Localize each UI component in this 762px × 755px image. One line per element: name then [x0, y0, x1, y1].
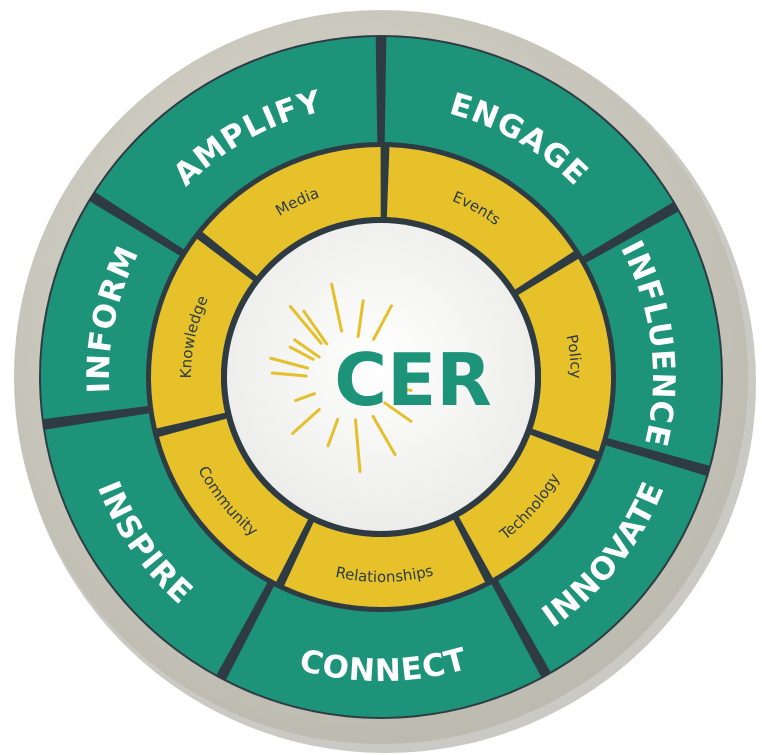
sunburst-ray — [269, 356, 310, 370]
outer-segment-engage — [384, 37, 673, 258]
sunburst-ray — [330, 282, 344, 333]
center-disc — [227, 223, 535, 531]
sunburst-ray — [288, 304, 323, 345]
sunburst-ray — [353, 418, 362, 474]
sunburst-ray — [371, 414, 397, 456]
outer-segment-innovate — [496, 444, 707, 672]
sunburst-ray — [293, 338, 321, 359]
inner-label-policy: Policy — [563, 333, 585, 379]
inner-segment-community — [158, 418, 309, 582]
sunburst-ray — [302, 309, 329, 346]
sunburst-ray — [383, 401, 413, 423]
inner-segment-policy — [518, 258, 611, 452]
outer-segment-amplify — [95, 37, 378, 251]
inner-segment-events — [386, 147, 574, 290]
outer-segment-inspire — [45, 412, 269, 675]
sunburst-ray — [291, 407, 321, 436]
inner-segment-relationships — [284, 519, 486, 607]
sunburst-ray — [288, 345, 315, 361]
sunburst-icon — [269, 282, 413, 474]
outer-segment-connect — [226, 581, 542, 718]
sunburst-ray — [270, 371, 308, 378]
inner-segment-knowledge — [151, 238, 254, 429]
sunburst-ray — [356, 299, 365, 338]
center-logo-text: CER — [334, 338, 491, 422]
inner-ring — [146, 142, 616, 612]
sunburst-ray — [294, 392, 316, 403]
outer-segment-influence — [583, 211, 722, 466]
inner-segment-media — [202, 147, 381, 277]
inner-segment-technology — [458, 434, 596, 578]
sunburst-ray — [393, 386, 413, 392]
sunburst-ray — [372, 304, 393, 341]
inner-label-text: Policy — [563, 333, 585, 379]
sunburst-ray — [326, 417, 340, 448]
